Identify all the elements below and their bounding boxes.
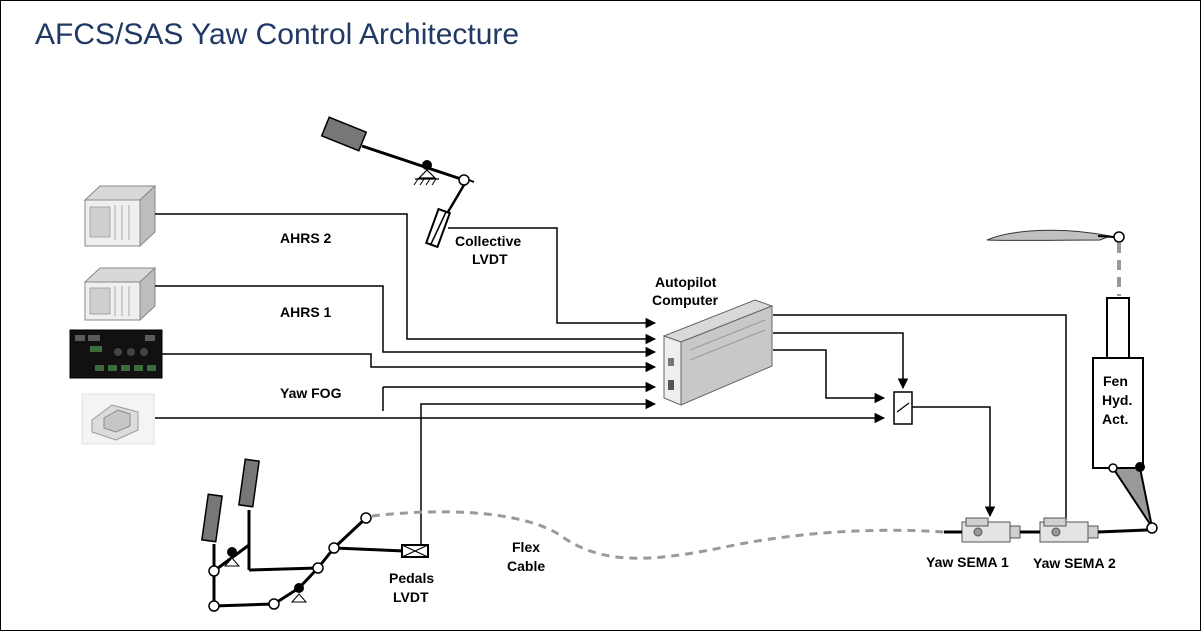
pedals-lvdt-label-line1: Pedals bbox=[389, 570, 434, 586]
flex-cable-label-line2: Cable bbox=[507, 558, 545, 574]
autopilot-label-line1: Autopilot bbox=[655, 274, 717, 290]
collective-lvdt-label-line2: LVDT bbox=[472, 251, 508, 267]
afcs-control-panel-icon bbox=[70, 330, 162, 378]
ahrs-2-unit-icon bbox=[85, 186, 155, 246]
ahrs-1-label: AHRS 1 bbox=[280, 304, 332, 320]
yaw-sema-2-icon bbox=[1040, 518, 1098, 542]
collective-lvdt-label-line1: Collective bbox=[455, 233, 521, 249]
ahrs-2-label: AHRS 2 bbox=[280, 230, 332, 246]
yaw-sema-2-label: Yaw SEMA 2 bbox=[1033, 555, 1116, 571]
collective-lever-icon bbox=[322, 117, 474, 212]
pedals-lvdt-label-line2: LVDT bbox=[393, 589, 429, 605]
flex-cable-label-line1: Flex bbox=[512, 539, 540, 555]
signal-wires bbox=[155, 214, 1066, 551]
yaw-sema-1-label: Yaw SEMA 1 bbox=[926, 554, 1009, 570]
pedals-linkage-icon bbox=[202, 459, 404, 611]
yaw-channel-switch-icon bbox=[894, 392, 912, 424]
fen-actuator-label-line3: Act. bbox=[1102, 411, 1128, 427]
ahrs-1-unit-icon bbox=[85, 268, 155, 320]
collective-lvdt-icon bbox=[426, 209, 450, 247]
yaw-sema-1-icon bbox=[962, 518, 1020, 542]
fenestron-blade-icon bbox=[987, 230, 1124, 296]
fen-actuator-label-line2: Hyd. bbox=[1102, 392, 1132, 408]
autopilot-computer-icon bbox=[664, 300, 772, 405]
flex-cable-line bbox=[372, 512, 944, 558]
autopilot-label-line2: Computer bbox=[652, 292, 719, 308]
yaw-fog-sensor-icon bbox=[82, 394, 154, 444]
fen-actuator-label-line1: Fen bbox=[1103, 373, 1128, 389]
yaw-fog-label: Yaw FOG bbox=[280, 385, 342, 401]
pedals-lvdt-icon bbox=[402, 545, 428, 557]
